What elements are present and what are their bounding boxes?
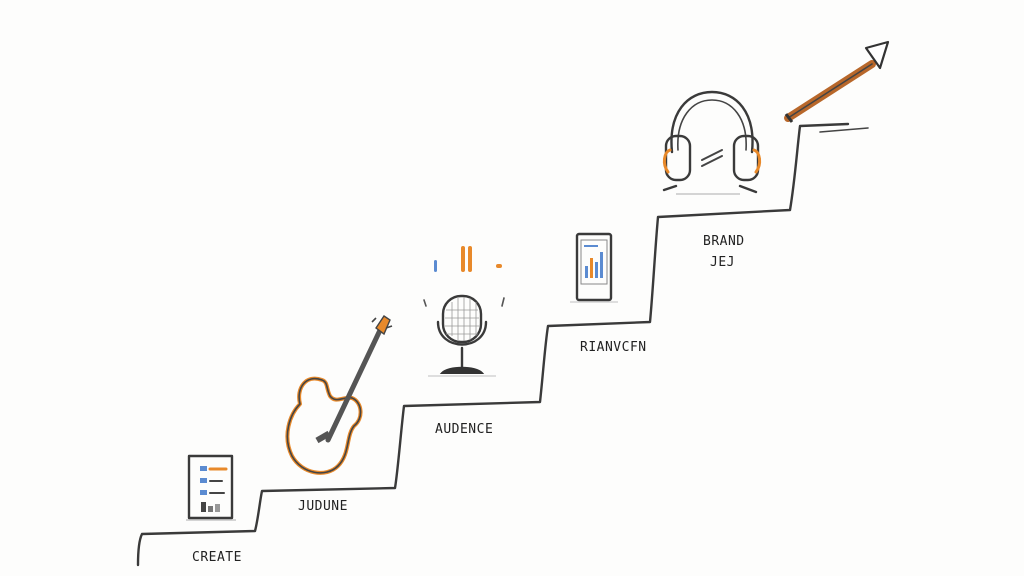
phone-chart-icon: [570, 232, 618, 303]
step-label-judune: JUDUNE: [298, 499, 348, 514]
step-label-create: CREATE: [192, 550, 242, 565]
document-icon: [186, 454, 236, 521]
step-label-brand: BRAND: [703, 234, 745, 249]
arrow-pencil-icon: [784, 40, 890, 123]
guitar-icon: [285, 315, 393, 475]
step-label-jej: JEJ: [710, 255, 735, 270]
step-label-audence: AUDENCE: [435, 422, 493, 437]
staircase-top-stub: [819, 127, 869, 133]
microphone-icon: [423, 246, 505, 377]
step-label-rianvcfn: RIANVCFN: [580, 340, 647, 355]
headphones-icon: [662, 90, 762, 195]
staircase-line: [136, 122, 850, 567]
